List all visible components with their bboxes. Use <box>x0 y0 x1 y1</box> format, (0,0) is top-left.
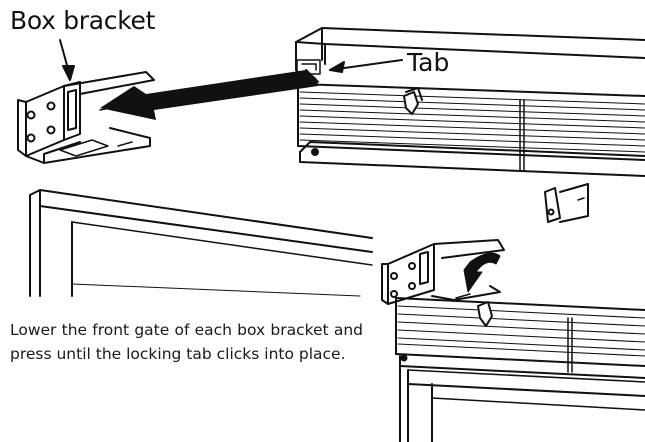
window-frame <box>29 189 373 297</box>
box-bracket-top <box>17 71 155 164</box>
box-bracket-label: Box bracket <box>10 6 156 35</box>
instruction-text: Lower the front gate of each box bracket… <box>10 321 363 363</box>
slide-arrow <box>100 70 318 120</box>
head-box-top <box>295 27 645 223</box>
tab-label: Tab <box>407 48 450 77</box>
box-bracket-bottom <box>381 239 645 442</box>
